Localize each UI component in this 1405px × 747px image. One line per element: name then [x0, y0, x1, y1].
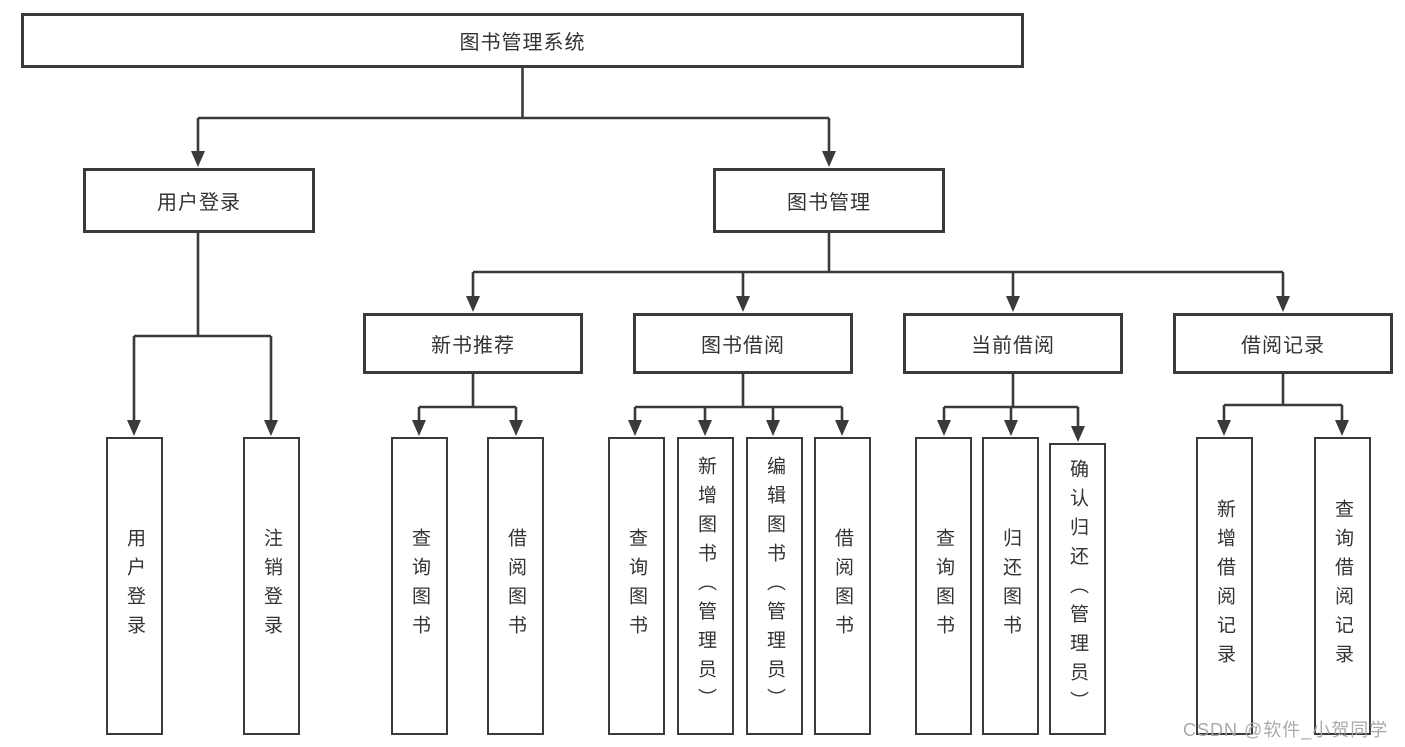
node-current-borrow: 当前借阅 — [903, 313, 1123, 374]
node-label: 查询图书 — [409, 528, 430, 644]
connector-currentborrow-to-leaves — [937, 374, 1085, 442]
node-label: 编辑图书（管理员） — [764, 455, 785, 717]
leaf-query-borrow-record: 查询借阅记录 — [1314, 437, 1371, 735]
arrowhead-icon — [509, 420, 523, 436]
arrowhead-icon — [698, 420, 712, 436]
node-label: 注销登录 — [261, 528, 282, 644]
arrowhead-icon — [628, 420, 642, 436]
node-label: 新书推荐 — [431, 335, 515, 357]
node-label: 查询借阅记录 — [1332, 499, 1353, 673]
node-label: 用户登录 — [157, 192, 241, 214]
arrowhead-icon — [1217, 420, 1231, 436]
arrowhead-icon — [1071, 426, 1085, 442]
node-label: 确认归还（管理员） — [1067, 458, 1088, 720]
node-user-login: 用户登录 — [83, 168, 315, 233]
leaf-add-books-admin: 新增图书（管理员） — [677, 437, 734, 735]
node-label: 用户登录 — [124, 528, 145, 644]
arrowhead-icon — [1276, 296, 1290, 312]
connector-borrowrecord-to-leaves — [1217, 374, 1349, 436]
node-label: 图书管理系统 — [459, 32, 586, 54]
arrowhead-icon — [191, 151, 205, 167]
leaf-query-books-current: 查询图书 — [915, 437, 972, 735]
node-label: 查询图书 — [933, 528, 954, 644]
connector-userlogin-to-leaves — [127, 233, 278, 436]
leaf-borrow-books: 借阅图书 — [814, 437, 871, 735]
arrowhead-icon — [466, 296, 480, 312]
arrowhead-icon — [1004, 420, 1018, 436]
arrowhead-icon — [412, 420, 426, 436]
arrowhead-icon — [766, 420, 780, 436]
node-label: 归还图书 — [1000, 528, 1021, 644]
node-borrow-record: 借阅记录 — [1173, 313, 1393, 374]
node-label: 查询图书 — [626, 528, 647, 644]
node-label: 新增借阅记录 — [1214, 499, 1235, 673]
csdn-watermark: CSDN @软件_小贺同学 — [1183, 720, 1389, 740]
leaf-logout-login: 注销登录 — [243, 437, 300, 735]
arrowhead-icon — [822, 151, 836, 167]
leaf-add-borrow-record: 新增借阅记录 — [1196, 437, 1253, 735]
leaf-return-books: 归还图书 — [982, 437, 1039, 735]
node-label: 当前借阅 — [971, 335, 1055, 357]
node-book-borrow: 图书借阅 — [633, 313, 853, 374]
arrowhead-icon — [127, 420, 141, 436]
node-label: 新增图书（管理员） — [695, 455, 716, 717]
leaf-user-login: 用户登录 — [106, 437, 163, 735]
node-label: 借阅图书 — [832, 528, 853, 644]
arrowhead-icon — [835, 420, 849, 436]
arrowhead-icon — [937, 420, 951, 436]
connector-newbook-to-leaves — [412, 374, 523, 436]
connector-root-to-level2 — [191, 68, 836, 167]
node-new-book-recommend: 新书推荐 — [363, 313, 583, 374]
arrowhead-icon — [1006, 296, 1020, 312]
arrowhead-icon — [264, 420, 278, 436]
leaf-confirm-return-admin: 确认归还（管理员） — [1049, 443, 1106, 735]
leaf-borrow-books-recommend: 借阅图书 — [487, 437, 544, 735]
node-label: 借阅图书 — [505, 528, 526, 644]
connector-bookmgmt-to-level3 — [466, 233, 1290, 312]
node-root-system: 图书管理系统 — [21, 13, 1024, 68]
node-label: 图书借阅 — [701, 335, 785, 357]
arrowhead-icon — [736, 296, 750, 312]
node-label: 借阅记录 — [1241, 335, 1325, 357]
leaf-query-books-recommend: 查询图书 — [391, 437, 448, 735]
node-label: 图书管理 — [787, 192, 871, 214]
arrowhead-icon — [1335, 420, 1349, 436]
leaf-edit-books-admin: 编辑图书（管理员） — [746, 437, 803, 735]
connector-bookborrow-to-leaves — [628, 374, 849, 436]
leaf-query-books-borrow: 查询图书 — [608, 437, 665, 735]
node-book-management: 图书管理 — [713, 168, 945, 233]
